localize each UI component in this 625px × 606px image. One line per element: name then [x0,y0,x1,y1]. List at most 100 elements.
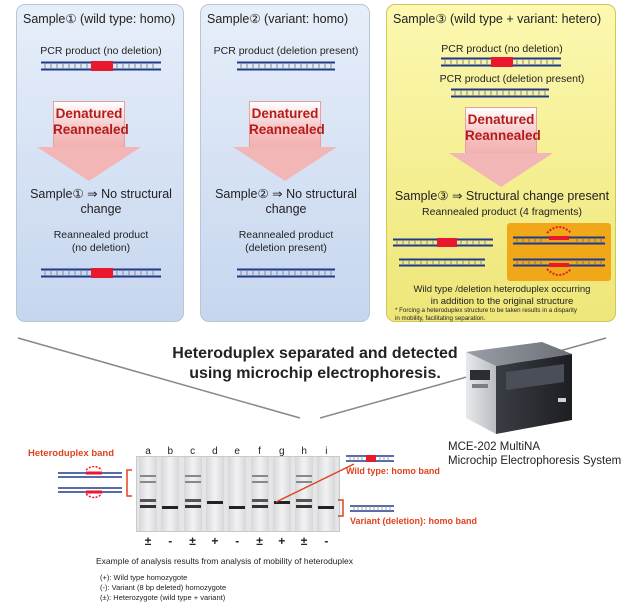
gel-band [140,505,156,508]
gel-band [251,505,268,508]
sample1-pcr-strand-icon [41,61,161,71]
gel-band [184,481,201,483]
gel-band [184,499,201,502]
sample3-arrow-line2: Reannealed [465,128,541,143]
sample1-panel: Sample① (wild type: homo) PCR product (n… [16,4,184,322]
sample3-footnote-line1: * Forcing a heteroduplex structure to be… [395,307,577,314]
sample1-arrow-line1: Denatured [55,106,123,121]
sample1-result-line2: change [80,202,122,216]
sample2-panel: Sample② (variant: homo) PCR product (del… [200,4,370,322]
sample2-reannealed: Reannealed product (deletion present) [203,229,369,255]
gel-band [251,499,268,502]
gel-lane-e [228,457,247,531]
sample3-pcr-label-1: PCR product (no deletion) [441,43,563,55]
wild-homo-strand-icon [346,455,394,462]
sample1-pcr-label: PCR product (no deletion) [40,45,162,57]
variant-bracket [338,499,344,517]
lane-sign-d: + [211,534,219,548]
sample1-reannealed-line2: (no deletion) [71,242,131,254]
sample3-note-line1: Wild type /deletion heteroduplex occurri… [413,284,591,295]
sample1-result-line1: Sample① ⇒ No structural [30,187,172,201]
sample2-reannealed-line1: Reannealed product [238,229,334,241]
gel-band [140,481,156,483]
gel-band [296,505,313,508]
main-caption: Heteroduplex separated and detected usin… [170,344,460,384]
sample2-pcr-strand-icon [237,61,335,71]
heteroduplex-structure-icon [58,466,122,499]
sample3-pcr-strand-deletion-icon [451,88,549,98]
variant-homo-band-label: Variant (deletion): homo band [350,516,478,526]
gel-band [251,475,268,477]
lane-letter-e: e [234,446,240,457]
gel-band [251,481,268,483]
sample2-reannealed-strand-icon [237,268,335,278]
lane-sign-g: + [278,534,286,548]
lane-sign-c: ± [189,534,196,548]
gel-lane-b [161,457,180,531]
gel-band [184,505,201,508]
instrument-name: MCE-202 MultiNA [448,441,541,453]
lane-letter-h: h [301,446,307,457]
gel-band [273,501,290,504]
instrument-description: Microchip Electrophoresis System [448,455,622,467]
lane-letter-a: a [145,446,151,457]
heteroduplex-band-label: Heteroduplex band [28,448,115,459]
sample1-result: Sample① ⇒ No structural change [19,187,183,217]
wild-homo-band-label: Wild type: homo band [346,466,440,476]
sample2-arrow-line2: Reannealed [249,122,325,137]
instrument-label: MCE-202 MultiNA Microchip Electrophoresi… [448,440,621,468]
sample3-pcr-strand-wild-icon [441,57,561,67]
sample2-result-line2: change [265,202,307,216]
gel-band [296,481,313,483]
lane-sign-i: - [324,534,329,548]
sample3-homoduplex-strands-icon [393,238,493,267]
main-caption-line1: Heteroduplex separated and detected [172,345,458,362]
wild-band-pointer [275,463,355,503]
lane-letter-c: c [190,446,196,457]
gel-lane-f [250,457,269,531]
sample1-arrow-line2: Reannealed [53,122,129,137]
sample3-footnote: * Forcing a heteroduplex structure to be… [395,307,613,322]
sample3-heteroduplex-box [507,223,611,281]
sample3-note: Wild type /deletion heteroduplex occurri… [389,284,615,307]
lane-sign-f: ± [256,534,263,548]
legend-variant: (-): Variant (8 bp deleted) homozygote [100,583,227,592]
legend-wild: (+): Wild type homozygote [100,573,188,582]
gel-band [296,475,313,477]
gel-band [229,506,246,509]
legend-hetero: (±): Heterozygote (wild type + variant) [100,593,226,602]
gel-band [140,475,156,477]
sample2-pcr-label: PCR product (deletion present) [213,45,359,57]
lane-letter-i: i [325,446,328,457]
gel-band [296,499,313,502]
gel-lane-c [183,457,202,531]
gel-band [162,506,179,509]
sample1-title: Sample① (wild type: homo) [23,12,176,26]
sample2-arrow-line1: Denatured [251,106,319,121]
sample3-arrow-line1: Denatured [467,112,535,127]
gel-lane-h [295,457,314,531]
sample3-note-line2: in addition to the original structure [430,295,574,307]
gel-lane-g [272,457,291,531]
gel-lane-a [139,457,157,531]
lane-letter-b: b [167,446,174,457]
gel-image [136,456,340,532]
lane-letter-f: f [258,446,261,457]
gel-band [140,499,156,502]
gel-band [184,475,201,477]
sample2-result: Sample② ⇒ No structural change [203,187,369,217]
multina-instrument-image [466,342,572,434]
main-caption-line2: using microchip electrophoresis. [189,365,441,382]
gel-band [318,506,335,509]
sample1-reannealed-line1: Reannealed product [53,229,149,241]
sample1-reannealed: Reannealed product (no deletion) [19,229,183,255]
gel-caption: Example of analysis results from analysi… [96,556,354,566]
lane-sign-h: ± [300,534,308,548]
heteroduplex-bracket [126,469,132,497]
sample2-reannealed-line2: (deletion present) [245,242,327,254]
sample3-heteroduplex-strands-icon [513,226,605,276]
sample3-reannealed: Reannealed product (4 fragments) [422,206,582,218]
lane-sign-b: - [168,534,173,548]
sample1-reannealed-strand-icon [41,268,161,278]
genotype-legend: (+): Wild type homozygote (-): Variant (… [100,573,226,603]
